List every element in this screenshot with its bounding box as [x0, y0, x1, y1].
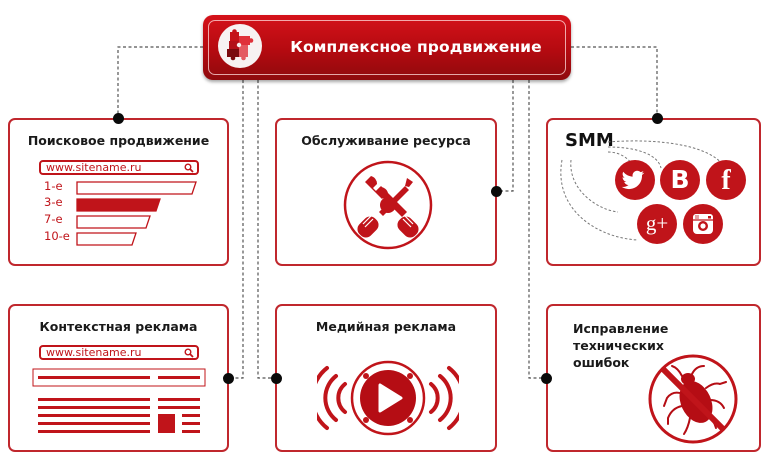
smm-dashed-links [560, 140, 724, 241]
facebook-icon[interactable]: f [706, 160, 746, 200]
smm-title: SMM [565, 130, 614, 151]
connector-dot [113, 113, 124, 124]
card-title-line1: Исправление технических [573, 321, 669, 353]
wrench-screwdriver-icon [343, 160, 433, 250]
rank-label: 7-е [44, 212, 63, 226]
connector-dot [491, 186, 502, 197]
card-title-line2: ошибок [573, 355, 630, 370]
connector-dot [541, 373, 552, 384]
rank-label: 10-е [44, 229, 70, 243]
no-bug-icon [648, 354, 738, 444]
search-value: www.sitename.ru [46, 346, 142, 359]
connector-dot [223, 373, 234, 384]
webpage-layout-icon [32, 368, 206, 433]
card-smm[interactable]: SMM B f g+ [546, 118, 761, 266]
vkontakte-icon[interactable]: B [660, 160, 700, 200]
play-broadcast-icon [317, 360, 459, 436]
card-title: Исправление технических ошибок [573, 320, 759, 371]
card-resource-maintenance[interactable]: Обслуживание ресурса [275, 118, 497, 266]
card-title: Медийная реклама [315, 319, 457, 334]
magnifier-icon [184, 163, 194, 173]
rank-bars [76, 181, 197, 246]
google-plus-icon[interactable]: g+ [637, 204, 677, 244]
header-banner: Комплексное продвижение [203, 15, 571, 80]
magnifier-icon [184, 348, 194, 358]
puzzle-icon [218, 24, 262, 68]
connector-dot [652, 113, 663, 124]
rank-label: 1-е [44, 179, 63, 193]
connector-dot [271, 373, 282, 384]
twitter-icon[interactable] [615, 160, 655, 200]
search-input[interactable]: www.sitename.ru [39, 345, 199, 360]
instagram-icon[interactable] [683, 204, 723, 244]
search-value: www.sitename.ru [46, 161, 142, 174]
card-title: Обслуживание ресурса [301, 133, 471, 148]
card-title: Поисковое продвижение [27, 133, 210, 148]
banner-inner-border [208, 20, 566, 75]
rank-label: 3-е [44, 195, 63, 209]
gplus-label: g+ [645, 211, 669, 235]
card-search-promotion[interactable]: Поисковое продвижение www.sitename.ru 1-… [8, 118, 229, 266]
vk-letter: B [670, 165, 690, 194]
card-media-ads[interactable]: Медийная реклама [275, 304, 497, 452]
fb-letter: f [721, 165, 731, 196]
card-context-ads[interactable]: Контекстная реклама www.sitename.ru [8, 304, 229, 452]
card-title: Контекстная реклама [39, 319, 198, 334]
card-technical-fixes[interactable]: Исправление технических ошибок [546, 304, 761, 452]
search-input[interactable]: www.sitename.ru [39, 160, 199, 175]
banner-title: Комплексное продвижение [290, 38, 542, 56]
